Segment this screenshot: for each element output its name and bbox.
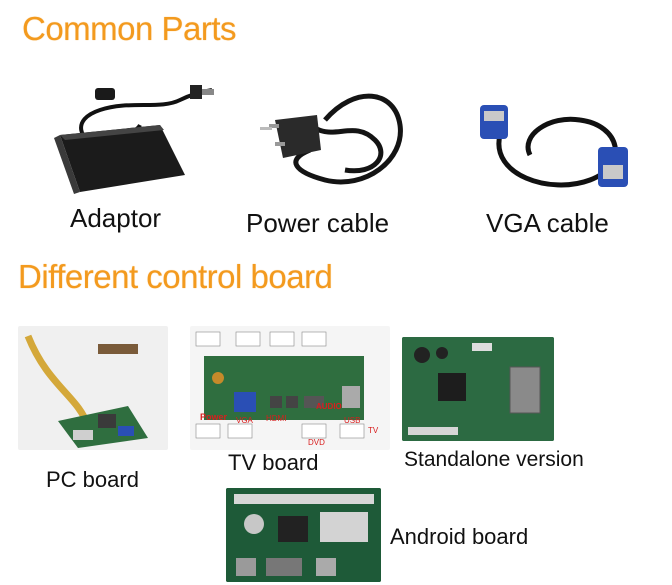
section-title-common-parts: Common Parts <box>22 10 237 47</box>
tv-callout-audio: AUDIO <box>316 402 342 411</box>
vga-cable-label: VGA cable <box>486 208 609 238</box>
adaptor-label: Adaptor <box>70 203 162 233</box>
android-board-image <box>226 488 381 582</box>
tv-board-image: Power VGA HDMI DVD AUDIO USB TV <box>190 326 390 450</box>
tv-callout-usb: USB <box>344 416 361 425</box>
standalone-board-image <box>402 337 554 441</box>
standalone-label: Standalone version <box>404 448 584 471</box>
adaptor-image <box>54 85 214 194</box>
pc-board-label: PC board <box>46 467 139 492</box>
tv-callout-power: Power <box>200 412 228 422</box>
section-title-control-board: Different control board <box>18 258 333 295</box>
pc-board-image <box>18 326 168 450</box>
vga-cable-image <box>480 105 628 188</box>
tv-callout-dvd: DVD <box>308 438 325 447</box>
tv-callout-hdmi: HDMI <box>266 414 287 423</box>
tv-board-label: TV board <box>228 450 319 475</box>
tv-callout-vga: VGA <box>236 416 253 425</box>
power-cable-image <box>260 93 403 185</box>
tv-callout-tv: TV <box>368 426 379 435</box>
android-board-label: Android board <box>390 524 529 549</box>
power-cable-label: Power cable <box>246 208 390 238</box>
